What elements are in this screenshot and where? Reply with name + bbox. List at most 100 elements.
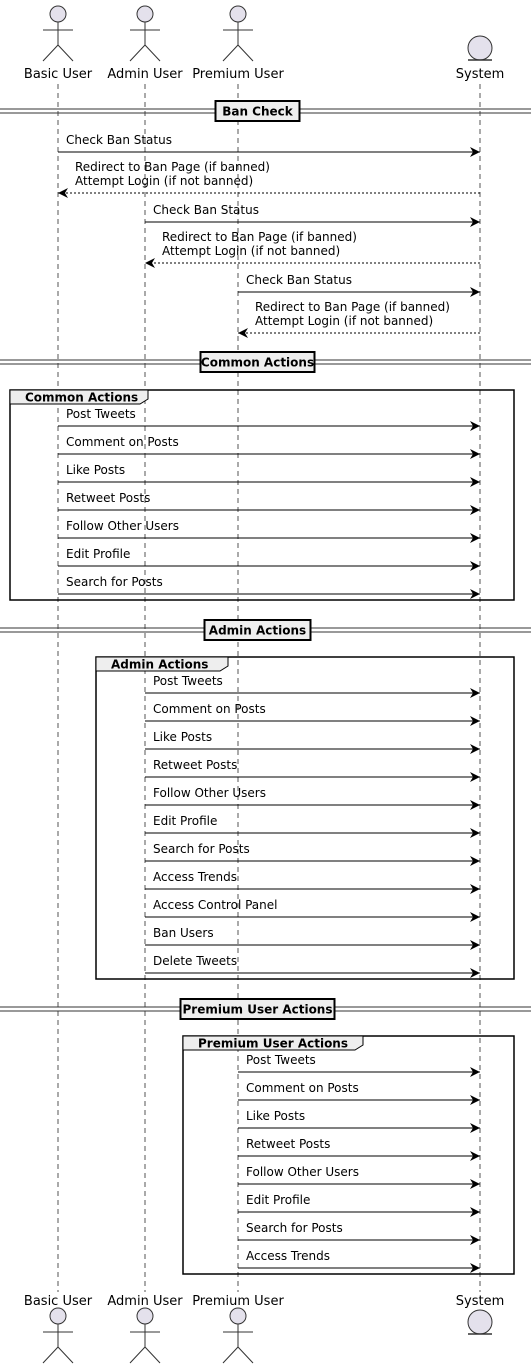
- message-label: Comment on Posts: [246, 1081, 359, 1095]
- message-label: Redirect to Ban Page (if banned)Attempt …: [255, 300, 450, 328]
- participant-basic-bottom: Basic User: [24, 1294, 93, 1364]
- entity-icon: [467, 1309, 493, 1335]
- message-label: Like Posts: [66, 463, 125, 477]
- divider-label: Premium User Actions: [183, 1003, 333, 1017]
- message-3-4: Retweet Posts: [145, 758, 480, 782]
- message-3-7: Search for Posts: [145, 842, 480, 866]
- participant-label: System: [456, 1294, 504, 1309]
- actor-icon: [222, 5, 254, 62]
- participant-premium-top: Premium User: [192, 5, 284, 82]
- participant-label: Basic User: [24, 1294, 93, 1309]
- divider-label: Common Actions: [201, 356, 314, 370]
- message-3-5: Follow Other Users: [145, 786, 480, 810]
- message-4-7: Search for Posts: [238, 1221, 480, 1245]
- frame-tab: [9, 389, 149, 405]
- message-4-3: Like Posts: [238, 1109, 480, 1133]
- message-label: Follow Other Users: [153, 786, 266, 800]
- section-divider: Ban Check: [0, 100, 531, 122]
- actor-icon: [222, 1307, 254, 1364]
- message-label: Retweet Posts: [153, 758, 237, 772]
- actor-icon: [42, 1307, 74, 1364]
- participant-system-top: System: [456, 35, 504, 82]
- participant-system-bottom: System: [456, 1294, 504, 1335]
- participant-label: Basic User: [24, 67, 93, 82]
- frame-label: Common Actions: [25, 391, 138, 405]
- message-label: Post Tweets: [153, 674, 223, 688]
- message-2-3: Like Posts: [58, 463, 480, 487]
- group-frame: Common Actions: [9, 389, 515, 601]
- message-label: Edit Profile: [153, 814, 217, 828]
- group-frame: Premium User Actions: [182, 1035, 515, 1275]
- message-label: Delete Tweets: [153, 954, 237, 968]
- participant-basic-top: Basic User: [24, 5, 93, 82]
- section-divider: Premium User Actions: [0, 998, 531, 1020]
- frame-label: Premium User Actions: [198, 1037, 348, 1051]
- message-2-5: Follow Other Users: [58, 519, 480, 543]
- message-label: Post Tweets: [66, 407, 136, 421]
- message-4-1: Post Tweets: [238, 1053, 480, 1077]
- entity-icon: [467, 35, 493, 61]
- message-label: Search for Posts: [66, 575, 163, 589]
- participant-label: Admin User: [107, 67, 183, 82]
- frame-tab: [182, 1035, 364, 1051]
- message-4-8: Access Trends: [238, 1249, 480, 1273]
- participant-label: Premium User: [192, 1294, 284, 1309]
- message-label: Redirect to Ban Page (if banned)Attempt …: [162, 230, 357, 258]
- message-1-6: Redirect to Ban Page (if banned)Attempt …: [238, 300, 480, 338]
- message-4-6: Edit Profile: [238, 1193, 480, 1217]
- divider-label: Ban Check: [222, 105, 294, 119]
- message-label: Retweet Posts: [66, 491, 150, 505]
- divider-box: [214, 100, 301, 122]
- message-2-7: Search for Posts: [58, 575, 480, 599]
- message-4-2: Comment on Posts: [238, 1081, 480, 1105]
- message-label: Access Control Panel: [153, 898, 277, 912]
- message-3-6: Edit Profile: [145, 814, 480, 838]
- message-2-2: Comment on Posts: [58, 435, 480, 459]
- message-label: Access Trends: [246, 1249, 330, 1263]
- message-3-10: Ban Users: [145, 926, 480, 950]
- actor-icon: [129, 1307, 161, 1364]
- message-label: Access Trends: [153, 870, 237, 884]
- message-label: Follow Other Users: [246, 1165, 359, 1179]
- message-label: Like Posts: [246, 1109, 305, 1123]
- message-4-4: Retweet Posts: [238, 1137, 480, 1161]
- message-label: Edit Profile: [66, 547, 130, 561]
- message-label: Post Tweets: [246, 1053, 316, 1067]
- message-label: Comment on Posts: [66, 435, 179, 449]
- message-1-4: Redirect to Ban Page (if banned)Attempt …: [145, 230, 480, 268]
- message-3-3: Like Posts: [145, 730, 480, 754]
- message-2-1: Post Tweets: [58, 407, 480, 431]
- participant-label: Premium User: [192, 67, 284, 82]
- divider-box: [199, 351, 316, 373]
- message-2-4: Retweet Posts: [58, 491, 480, 515]
- message-label: Search for Posts: [246, 1221, 343, 1235]
- section-divider: Admin Actions: [0, 619, 531, 641]
- message-4-5: Follow Other Users: [238, 1165, 480, 1189]
- message-3-8: Access Trends: [145, 870, 480, 894]
- divider-label: Admin Actions: [209, 624, 306, 638]
- message-3-2: Comment on Posts: [145, 702, 480, 726]
- message-3-9: Access Control Panel: [145, 898, 480, 922]
- divider-box: [179, 998, 336, 1020]
- message-3-11: Delete Tweets: [145, 954, 480, 978]
- message-1-3: Check Ban Status: [145, 203, 480, 227]
- frame-tab: [95, 656, 229, 672]
- message-label: Retweet Posts: [246, 1137, 330, 1151]
- message-label: Check Ban Status: [66, 133, 172, 147]
- group-frame: Admin Actions: [95, 656, 515, 980]
- participant-admin-top: Admin User: [107, 5, 183, 82]
- message-3-1: Post Tweets: [145, 674, 480, 698]
- actor-icon: [129, 5, 161, 62]
- message-label: Search for Posts: [153, 842, 250, 856]
- participant-admin-bottom: Admin User: [107, 1294, 183, 1364]
- message-label: Like Posts: [153, 730, 212, 744]
- message-label: Edit Profile: [246, 1193, 310, 1207]
- participant-label: System: [456, 67, 504, 82]
- actor-icon: [42, 5, 74, 62]
- message-label: Follow Other Users: [66, 519, 179, 533]
- message-2-6: Edit Profile: [58, 547, 480, 571]
